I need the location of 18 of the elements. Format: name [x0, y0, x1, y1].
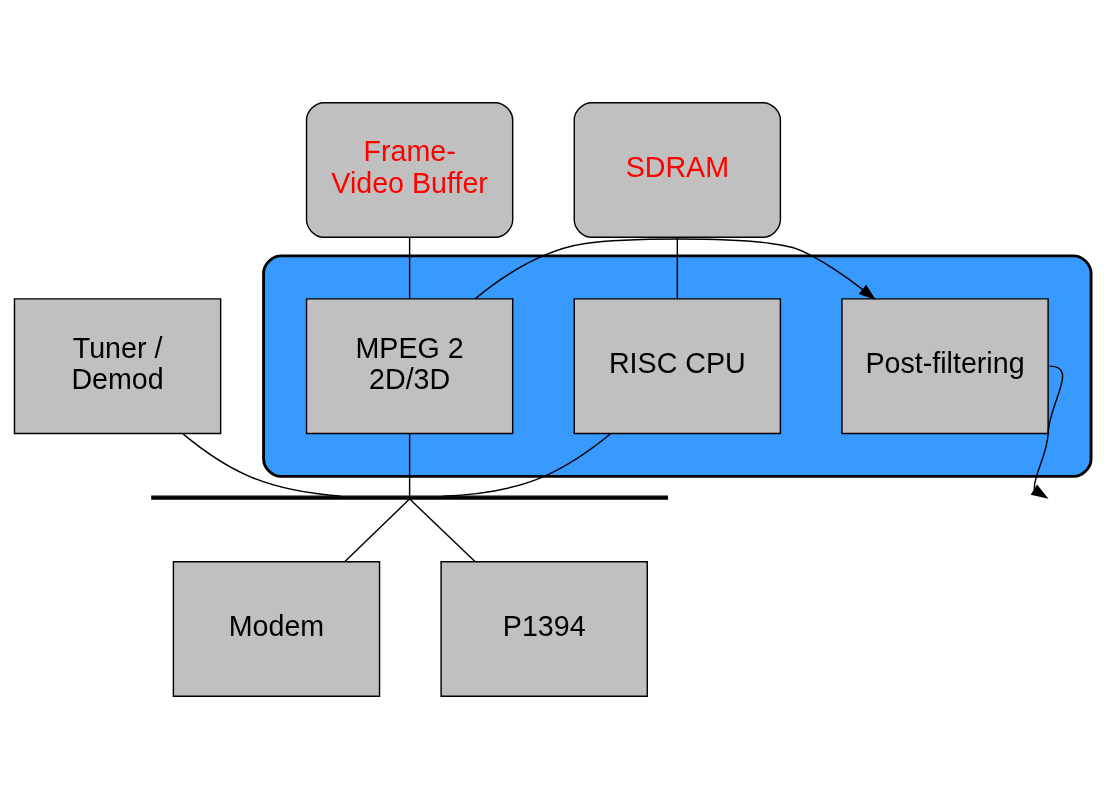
- node-box: SDRAM: [573, 101, 782, 238]
- node-box: P1394: [440, 560, 648, 697]
- node-box: MPEG 2 2D/3D: [305, 297, 514, 434]
- connector: [408, 236, 411, 299]
- node-bar: [151, 494, 668, 500]
- connector: [408, 432, 411, 497]
- node-box: Post-filtering: [841, 297, 1049, 434]
- connector: [409, 497, 476, 562]
- connector: [182, 432, 342, 497]
- cluster: [262, 254, 1093, 478]
- connector: [442, 432, 612, 497]
- node-box: Modem: [172, 560, 381, 697]
- arrow: [474, 237, 876, 300]
- node-box: Frame- Video Buffer: [305, 101, 514, 238]
- connector: [344, 497, 411, 562]
- connector: [676, 236, 679, 299]
- node-box: RISC CPU: [573, 297, 782, 434]
- node-box: Tuner / Demod: [13, 297, 222, 434]
